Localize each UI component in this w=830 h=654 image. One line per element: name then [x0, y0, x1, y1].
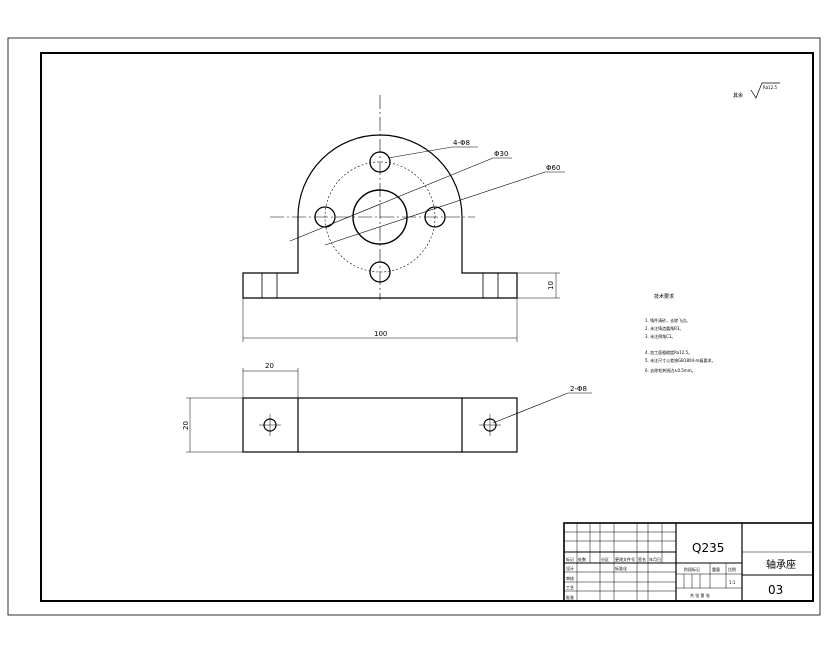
bolt-hole	[424, 206, 446, 228]
tech-req-item: 1. 铸件清砂，去除飞边。	[645, 317, 690, 323]
leader-line	[289, 157, 494, 242]
surface-finish-prefix: 其余	[733, 92, 743, 99]
tech-req-title: 技术要求	[654, 293, 674, 300]
holes-label: 2-Φ8	[570, 385, 587, 393]
tech-req-item: 4. 加工面粗糙度Ra12.5。	[645, 349, 692, 355]
overall-width-label: 100	[374, 330, 387, 338]
scale-value: 1:1	[729, 580, 736, 585]
col-label: 签名	[638, 556, 646, 562]
front-view: 4-Φ8 Φ30 Φ60 10 100	[242, 95, 565, 342]
depth-label: 20	[182, 421, 190, 430]
material-label: Q235	[692, 541, 724, 555]
row-label: 工艺	[566, 585, 574, 590]
surface-finish-value: Ra12.5	[763, 85, 778, 90]
roughness-symbol-icon	[750, 82, 780, 99]
tech-req-item: 6. 去除毛刺锐边±0.5mm。	[645, 367, 696, 373]
bolt-hole	[369, 261, 391, 283]
bolt-circle	[324, 161, 436, 273]
outer-border	[7, 37, 821, 616]
tech-req-item: 5. 未注尺寸公差按GB1804-m级要求。	[645, 357, 715, 363]
title-block: 处数 分区 更改文件号 签名 年月日 标记 设计 审核 工艺 批准 标准化 Q2…	[563, 522, 814, 602]
row-label: 标记	[566, 556, 574, 562]
surface-finish-note: 其余 Ra12.5	[733, 82, 780, 99]
part-name: 轴承座	[766, 558, 796, 571]
bolt-circle-label: Φ30	[494, 150, 508, 158]
top-view: 20 20 2-Φ8	[182, 362, 592, 453]
inner-frame	[40, 52, 814, 602]
sheet-label: 共 张 第 张	[690, 592, 710, 598]
tech-req-item: 3. 未注倒角C1。	[645, 333, 675, 339]
row-label: 批准	[566, 594, 574, 600]
tech-req-item: 2. 未注铸造圆角R3。	[645, 325, 683, 331]
row-label: 审核	[566, 575, 574, 581]
title-block-frame	[563, 522, 814, 602]
row-label: 设计	[566, 565, 574, 571]
hole-pattern-label: 4-Φ8	[453, 139, 470, 147]
technical-requirements: 技术要求 1. 铸件清砂，去除飞边。 2. 未注铸造圆角R3。 3. 未注倒角C…	[645, 293, 715, 373]
mid-label: 比例	[728, 566, 736, 572]
end-width-label: 20	[265, 362, 274, 370]
mid-label: 阶段标记	[684, 566, 700, 572]
center-bore	[352, 189, 408, 245]
col-label: 处数	[578, 556, 586, 562]
leader-line	[324, 171, 546, 246]
col-label: 更改文件号	[615, 556, 635, 562]
bolt-hole	[369, 151, 391, 173]
mid-label: 重量	[712, 566, 720, 572]
base-height-label: 10	[547, 281, 555, 290]
base-plate-outline	[242, 397, 518, 453]
leader-line	[492, 392, 569, 424]
col-label: 分区	[601, 556, 609, 562]
outer-circle-label: Φ60	[546, 164, 560, 172]
mid-label: 标准化	[615, 565, 627, 571]
drawing-number: 03	[768, 583, 783, 597]
leader-line	[387, 146, 453, 159]
col-label: 年月日	[649, 556, 661, 562]
